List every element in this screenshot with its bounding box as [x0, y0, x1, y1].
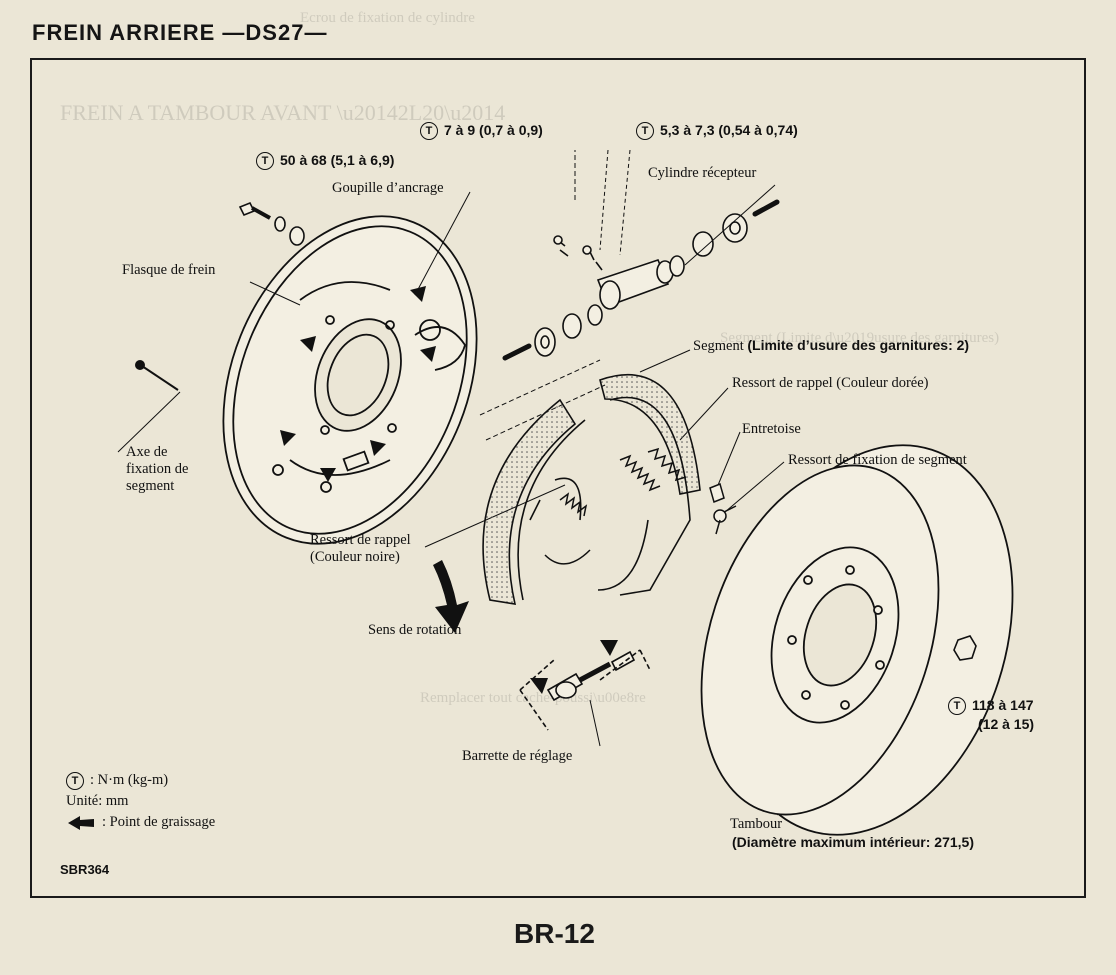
rotation-arrow-icon: [433, 560, 469, 633]
page-number: BR-12: [514, 918, 595, 949]
label-wheel-cylinder: Cylindre récepteur: [648, 165, 757, 181]
label-return-spring-gold: Ressort de rappel (Couleur dorée): [732, 375, 929, 391]
backplate-drawing: [222, 215, 478, 545]
label-adjuster: Barrette de réglage: [462, 748, 573, 764]
label-return-spring-black: Ressort de rappel (Couleur noire): [310, 532, 411, 565]
label-hold-spring: Ressort de fixation de segment: [788, 452, 967, 468]
label-retainer: Entretoise: [742, 421, 801, 437]
torque-symbol-icon: T: [948, 697, 966, 716]
label-backplate: Flasque de frein: [122, 262, 216, 278]
page-title: FREIN ARRIERE —DS27—: [32, 20, 328, 45]
brake-shoes-drawing: [482, 374, 701, 605]
label-shoe: Segment (Limite d’usure des garnitures: …: [693, 337, 970, 354]
diagram-frame: [30, 58, 1086, 898]
label-rotation: Sens de rotation: [368, 622, 462, 638]
drum-drawing: [700, 444, 1014, 836]
adjuster-drawing: [519, 649, 651, 731]
torque-symbol-icon: T: [256, 152, 274, 171]
grease-arrow-icon: [280, 286, 436, 482]
torque-wheel-nut-kgm: (12 à 15): [978, 716, 1035, 732]
grease-arrow-icon: [68, 815, 94, 830]
torque-symbol-icon: T: [636, 122, 654, 141]
label-drum-max: (Diamètre maximum intérieur: 271,5): [732, 834, 974, 850]
legend-torque: T: N·m (kg-m): [66, 770, 215, 791]
legend: T: N·m (kg-m) Unité: mm : Point de grais…: [66, 770, 215, 833]
springs-drawing: [544, 447, 687, 565]
torque-symbol-icon: T: [66, 771, 84, 790]
torque-symbol-icon: T: [420, 122, 438, 141]
legend-grease: : Point de graissage: [66, 812, 215, 833]
label-anchor-pin: Goupille d’ancrage: [332, 180, 444, 196]
label-shoe-pin: Axe de fixation de segment: [126, 444, 189, 494]
label-drum: Tambour: [730, 816, 783, 832]
figure-code: SBR364: [60, 862, 110, 877]
legend-unit: Unité: mm: [66, 793, 129, 809]
wheel-cylinder-drawing: [502, 199, 780, 361]
